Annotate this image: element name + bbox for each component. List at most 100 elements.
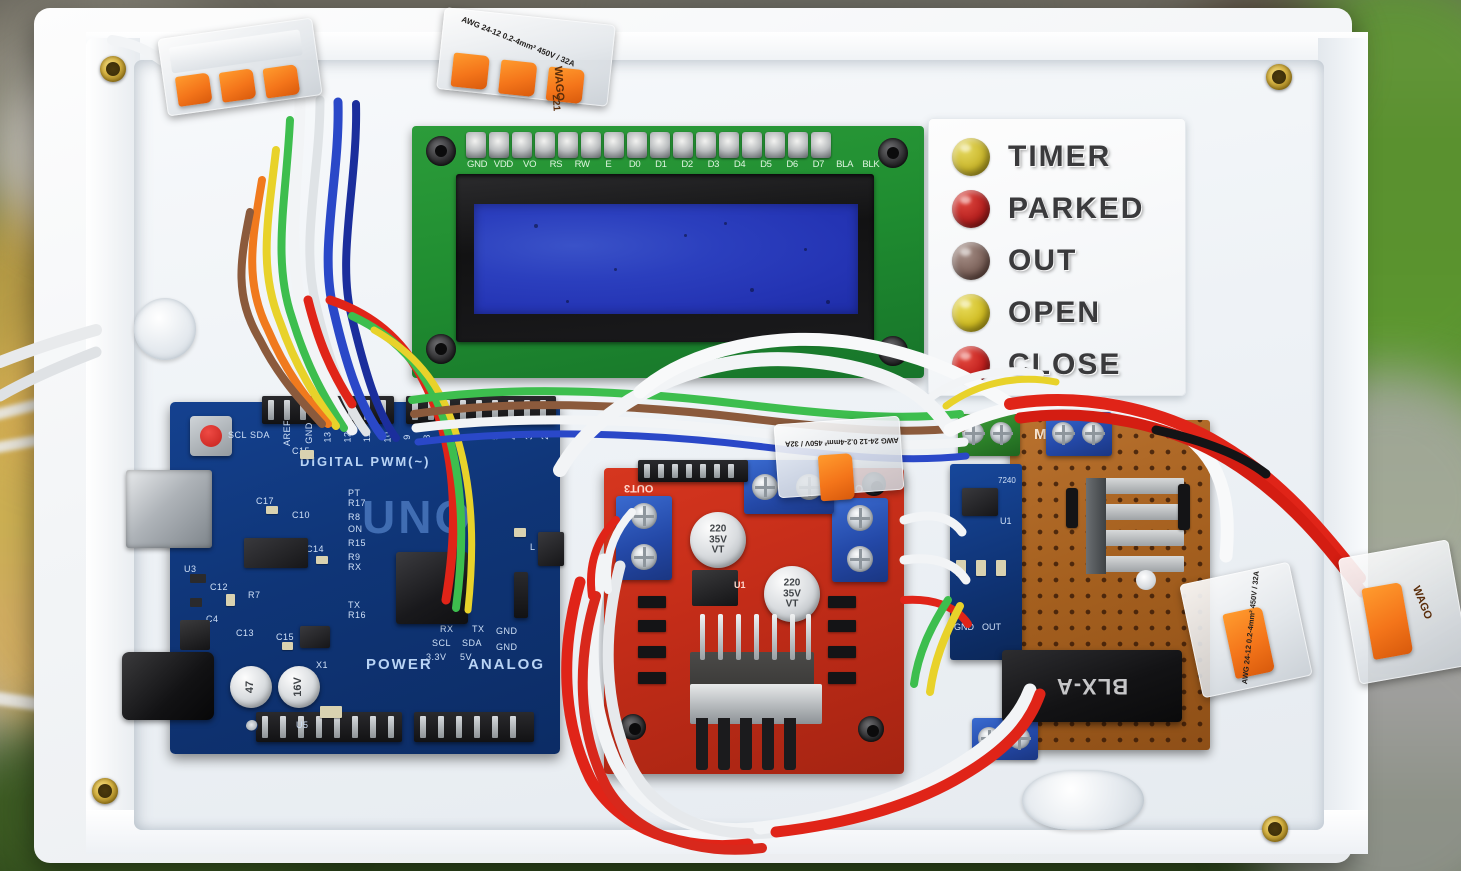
- wago-221-lever-connector[interactable]: AWG 24-12 0.2-4mm² 450V / 32A: [773, 415, 905, 502]
- digital-header-right[interactable]: [406, 396, 556, 424]
- silk-pin-5: 5: [489, 434, 500, 440]
- lcd-bezel: [456, 174, 874, 342]
- lcd-pin-header: [466, 132, 831, 158]
- led-row-open: OPEN: [952, 294, 1101, 332]
- silk-icsp-scl: SCL: [432, 638, 452, 648]
- logic-pin-header[interactable]: [638, 460, 748, 482]
- wago-221-lever-connector[interactable]: WAGO: [1337, 539, 1461, 685]
- silk-icsp-sda: SDA: [462, 638, 483, 648]
- led-row-parked: PARKED: [952, 190, 1144, 228]
- voltage-regulator: [180, 620, 210, 650]
- brass-insert-icon: [1266, 64, 1292, 90]
- led-label-close: CLOSE: [1008, 348, 1122, 381]
- lcd-pin-labels: GND VDD VO RS RW E D0 D1 D2 D3 D4 D5 D6 …: [464, 159, 884, 170]
- lcd-pin-label: E: [605, 159, 612, 170]
- silk-ref-icsp: L: [530, 542, 536, 552]
- silk-pin-8: 8: [421, 434, 432, 440]
- cable-gland-boss: [1022, 770, 1144, 830]
- enclosure-wall-left: [86, 38, 140, 850]
- silk-ref-c14: C14: [306, 544, 325, 554]
- led-label-open: OPEN: [1008, 296, 1102, 329]
- screw-terminal-out2[interactable]: [832, 498, 888, 582]
- silk-sda: SDA: [250, 430, 271, 440]
- lcd-pin-label: D2: [681, 159, 693, 170]
- lcd-pin-label: BLK: [862, 159, 880, 170]
- usb-b-connector[interactable]: [126, 470, 212, 548]
- silk-ref-r8: R8: [348, 512, 361, 522]
- led-timer-icon: [952, 138, 990, 176]
- wago-221-lever-connector[interactable]: AWG 24-12 0.2-4mm² 450V / 32A: [1179, 561, 1313, 699]
- led-label-parked: PARKED: [1008, 192, 1145, 225]
- lcd-pin-label: D7: [812, 159, 825, 170]
- diode: [1066, 488, 1078, 528]
- fuse-holder[interactable]: BLX-A: [1002, 650, 1182, 722]
- screw-terminal-blue-top[interactable]: [1046, 412, 1112, 456]
- heatsink: [1086, 478, 1184, 576]
- to220-regulator: [692, 570, 738, 606]
- silk-icsp-5v: 5V: [460, 652, 473, 662]
- silk-pin-10: 10: [382, 431, 393, 443]
- led-parked-icon: [952, 190, 990, 228]
- silk-ref-r9: R15: [348, 538, 367, 548]
- reset-button[interactable]: [190, 416, 232, 456]
- silk-led-rx: ON: [348, 524, 363, 534]
- silk-digital-pwm: DIGITAL PWM(~): [300, 454, 431, 469]
- mount-hole: [426, 136, 456, 166]
- cable-gland-boss: [134, 298, 196, 360]
- lcd-pin-label: GND: [467, 159, 488, 170]
- mount-hole: [620, 714, 646, 740]
- terminal-label-out3: OUT3: [624, 482, 654, 494]
- diode: [1178, 484, 1190, 530]
- silk-ref-r7: R9: [348, 552, 361, 562]
- led-open-icon: [952, 294, 990, 332]
- fuse-holder-text: BLX-A: [1055, 674, 1129, 699]
- silk-pin-4: 4: [507, 434, 518, 440]
- insulator-standoff: [1136, 570, 1156, 590]
- silk-pin-12: 12: [342, 431, 353, 443]
- enclosure-wall-right: [1318, 38, 1368, 850]
- silk-led-tx: RX: [348, 562, 362, 572]
- silk-pin-6: 6: [471, 434, 482, 440]
- silk-aref: AREF: [282, 419, 293, 447]
- silk-u1-reg: U1: [1000, 516, 1012, 526]
- lcd-pin-label: VDD: [493, 159, 513, 170]
- silk-icsp-gnd2: GND: [496, 642, 518, 652]
- mcu-chip: [396, 552, 468, 624]
- lcd-pin-label: RW: [574, 159, 590, 170]
- led-label-out: OUT: [1008, 244, 1078, 277]
- status-indicator-plate: TIMER PARKED OUT OPEN CLOSE: [928, 118, 1186, 396]
- cap-value: 16V: [292, 677, 305, 697]
- silk-pin-3: 3: [523, 434, 534, 440]
- voltage-regulator-module: 7240 U1 GND OUT: [950, 464, 1022, 660]
- silk-scl: SCL: [228, 430, 248, 440]
- perf-silk-m: M: [1034, 426, 1047, 443]
- chip-legs: [694, 718, 814, 774]
- silk-led-on: PT: [348, 488, 361, 498]
- power-header[interactable]: [256, 712, 402, 742]
- lcd-pin-label: RS: [549, 159, 563, 170]
- silk-gnd: GND: [303, 422, 314, 444]
- silk-led-l: TX: [348, 600, 361, 610]
- silk-u1: U1: [734, 580, 746, 590]
- analog-header[interactable]: [414, 712, 534, 742]
- screw-terminal-green[interactable]: [958, 414, 1020, 456]
- silk-analog: ANALOG: [468, 656, 545, 673]
- wago-series: 221: [549, 94, 562, 112]
- silk-ref-r17: R17: [348, 498, 367, 508]
- silk-power: POWER: [366, 656, 433, 673]
- lcd-pin-label: D3: [707, 159, 720, 170]
- dc-barrel-jack[interactable]: [122, 652, 214, 720]
- silk-pin-9: 9: [401, 434, 412, 440]
- silk-ref-r14: C4: [206, 614, 219, 624]
- screw-terminal-out3[interactable]: [616, 496, 672, 580]
- silk-pin-11: 11: [362, 431, 373, 443]
- mount-hole: [858, 716, 884, 742]
- screw-terminal-blue-bottom[interactable]: [972, 718, 1038, 760]
- electrolytic-capacitor: 16V: [278, 666, 320, 708]
- silk-icsp-tx: TX: [472, 624, 485, 634]
- chip-pins: [696, 614, 814, 662]
- wago-brand: WAGO: [1409, 584, 1435, 622]
- silk-ref-x1: R7: [248, 590, 261, 600]
